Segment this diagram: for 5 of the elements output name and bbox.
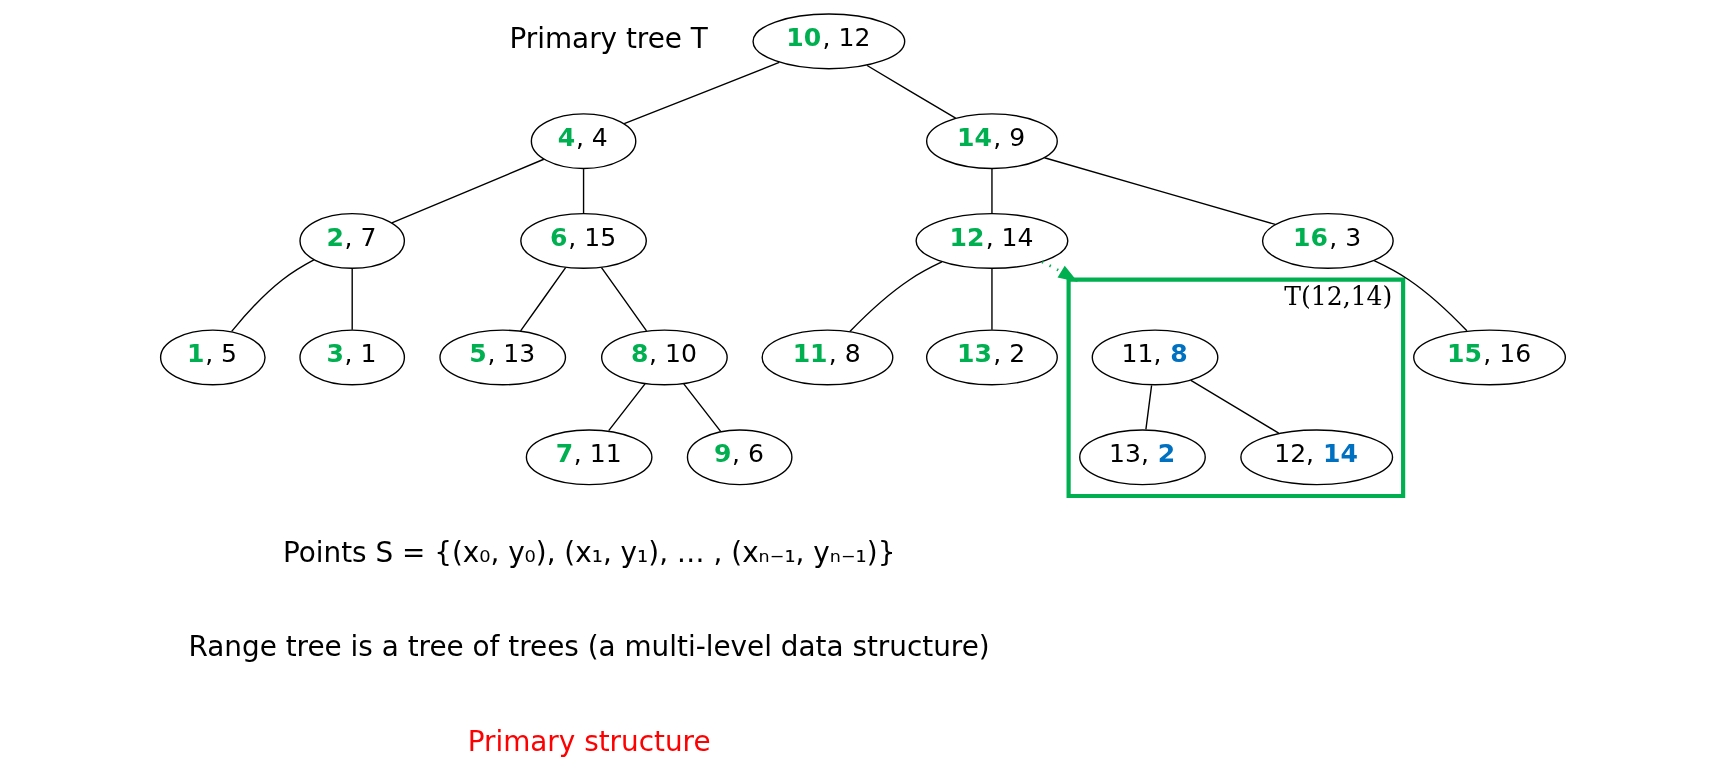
label: Points S = {(x₀, y₀), (x₁, y₁), … , (xₙ₋₁, yₙ₋₁)} [282,535,896,569]
label: Primary tree T [509,22,708,56]
node-label: T(12,14) [1284,282,1393,312]
label: Primary structure [467,725,711,759]
label: Range tree is a tree of trees (a multi-level data structure) [188,630,990,664]
